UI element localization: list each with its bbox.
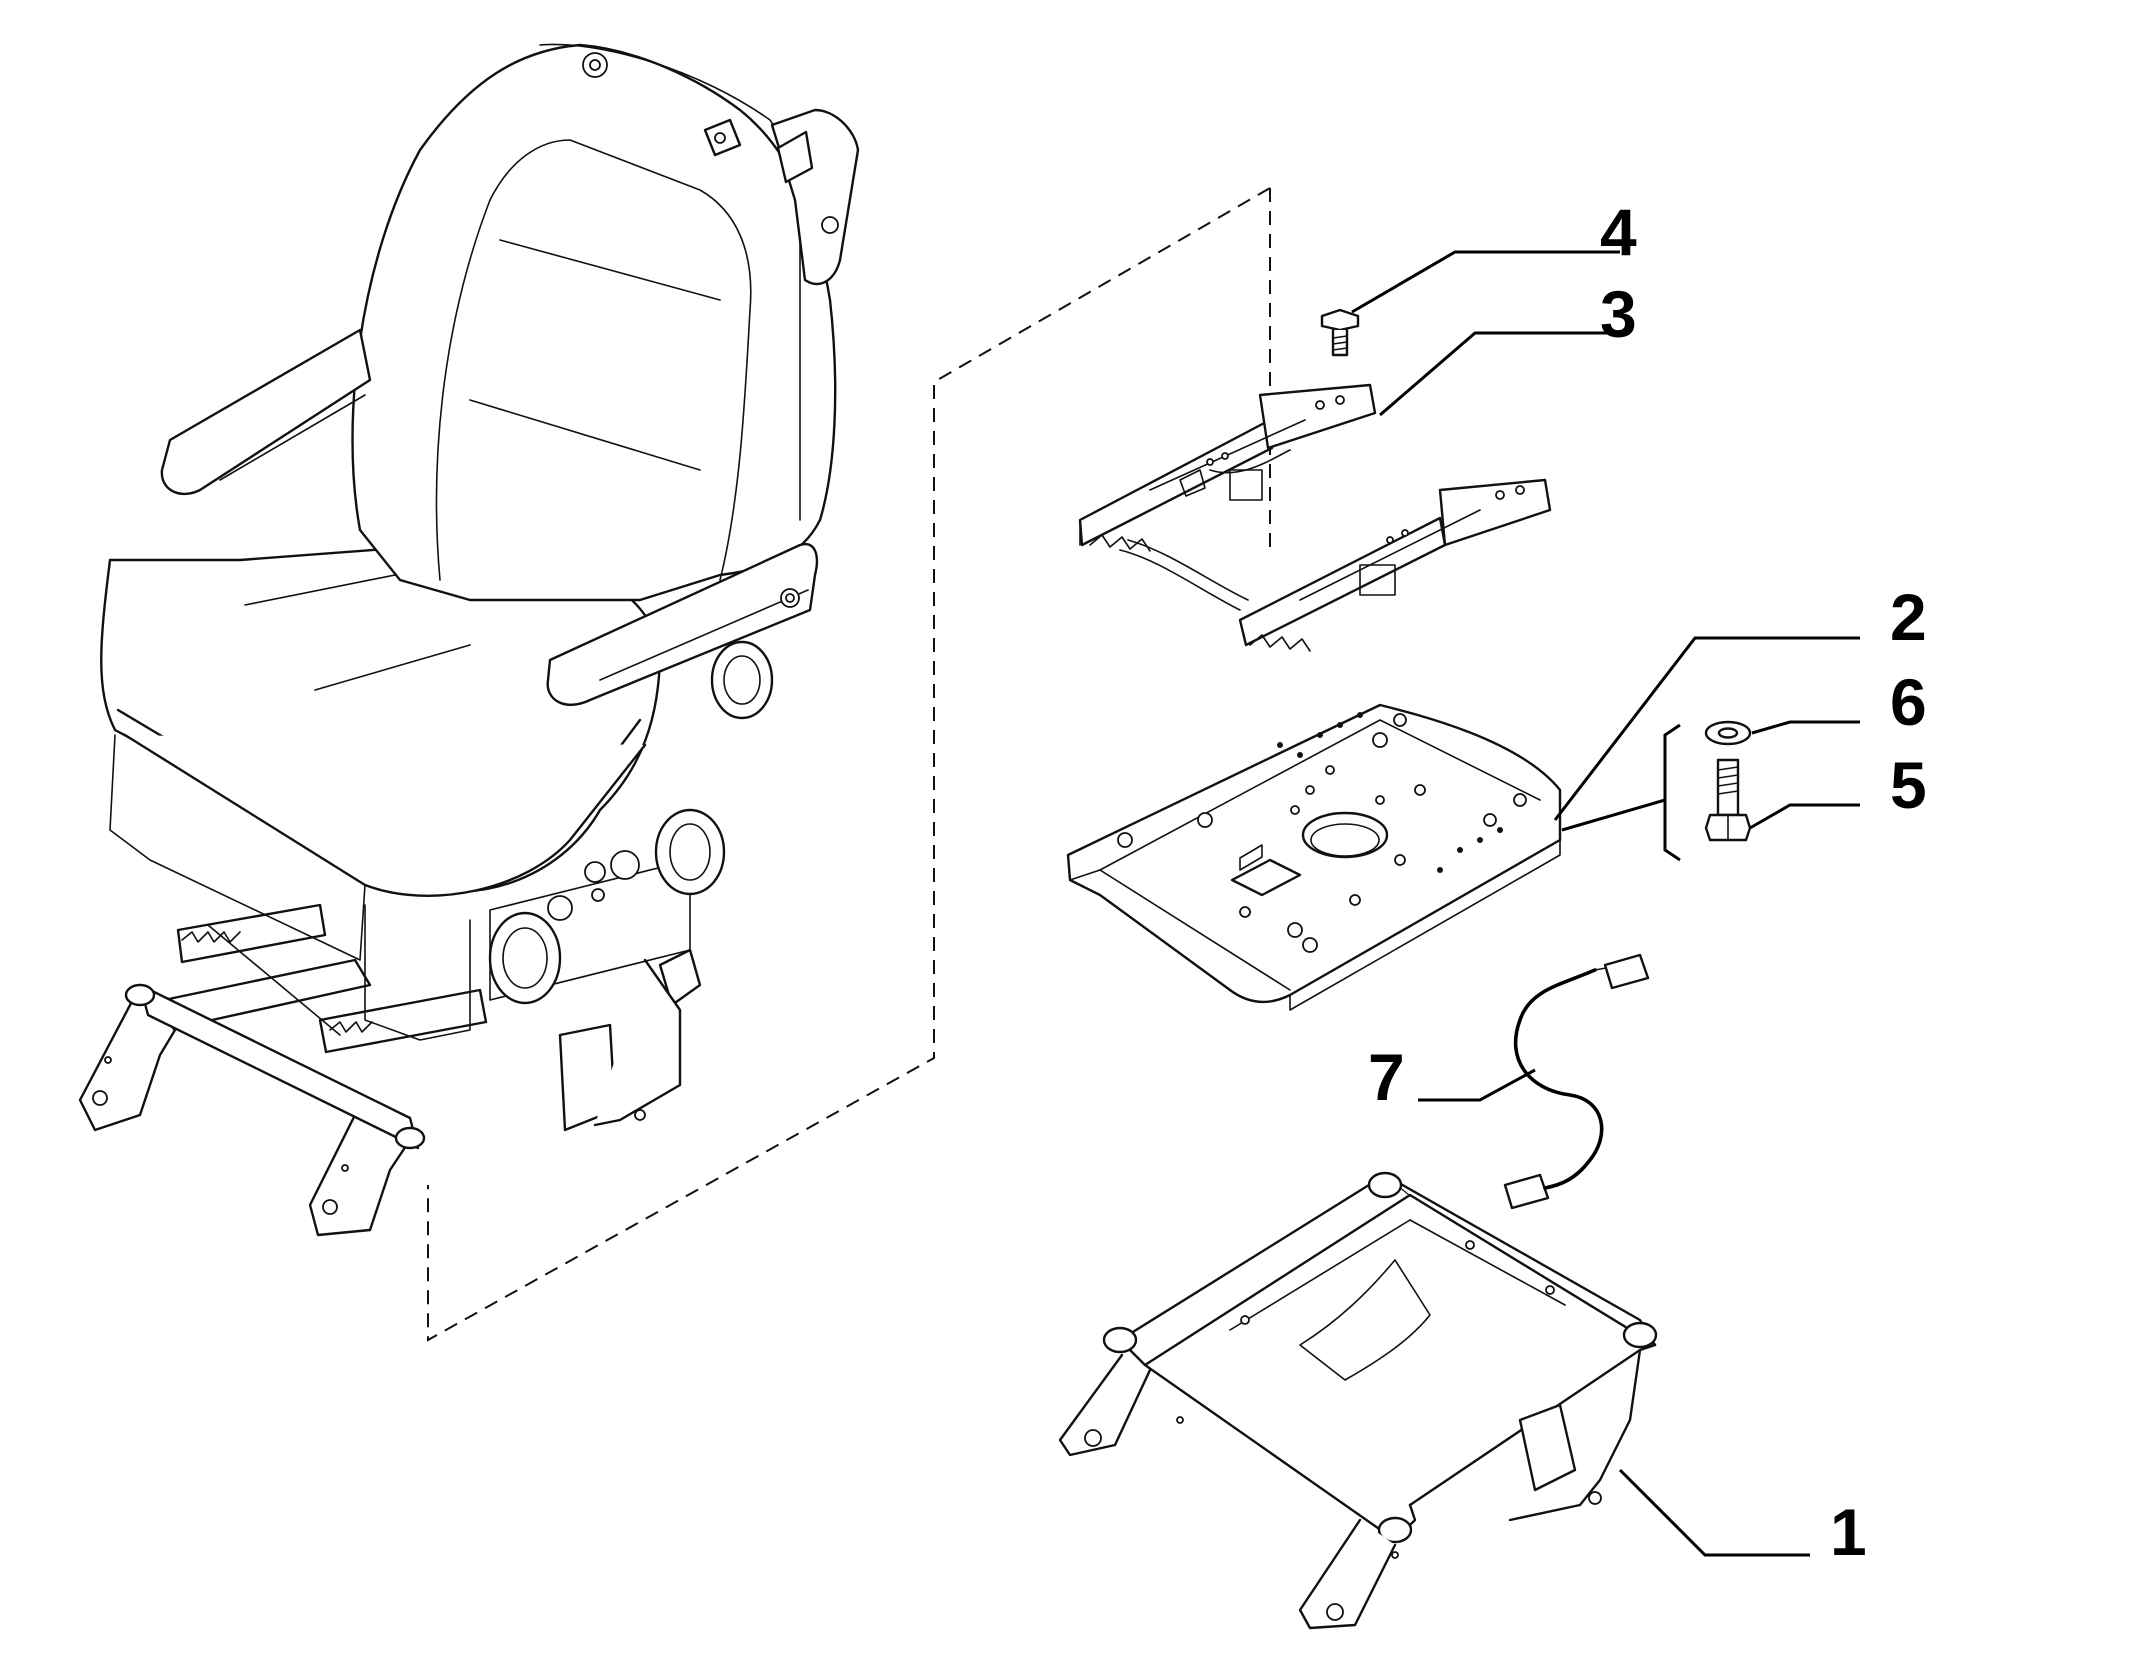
seat-side-controls [488,640,774,1005]
leader-3 [1379,331,1620,417]
leader-5 [1749,803,1860,830]
leader-6 [1751,720,1860,735]
part-4-bolt [1320,308,1360,357]
leader-7 [1418,1068,1536,1102]
part-6-washer [1704,720,1752,746]
seat-cushion [100,543,691,1041]
seat-base-frame [78,948,702,1237]
callout-4: 4 [1600,195,1637,269]
callout-5: 5 [1890,748,1927,822]
part-1-base-frame [1058,1171,1658,1630]
seat-armrest-left [160,328,372,496]
seat-armrest-right [546,542,819,706]
callout-1: 1 [1830,1495,1867,1569]
parts-5-6-bracket [1663,723,1681,862]
callout-labels: 4 3 2 6 5 7 1 [1368,195,1927,1569]
callout-2: 2 [1890,580,1927,654]
part-7-wiring-harness [1503,953,1650,1210]
callout-3: 3 [1600,277,1637,351]
seat-backrest [351,43,837,602]
leader-4 [1351,250,1620,314]
part-2-base-plate [1066,703,1562,1011]
part-3-slide-rails [1078,383,1552,652]
callout-6: 6 [1890,665,1927,739]
assembly-boundary-dashed [427,187,1271,1342]
backrest-top-hardware [582,52,860,286]
leader-1 [1618,1468,1810,1557]
leader-2 [1553,636,1860,821]
part-5-bolt [1704,758,1752,842]
leader-2b [1561,798,1666,832]
leader-lines [1351,250,1860,1557]
callout-7: 7 [1368,1040,1405,1114]
seat-slide-rails [176,903,488,1054]
complete-seat-assembly [78,43,860,1237]
